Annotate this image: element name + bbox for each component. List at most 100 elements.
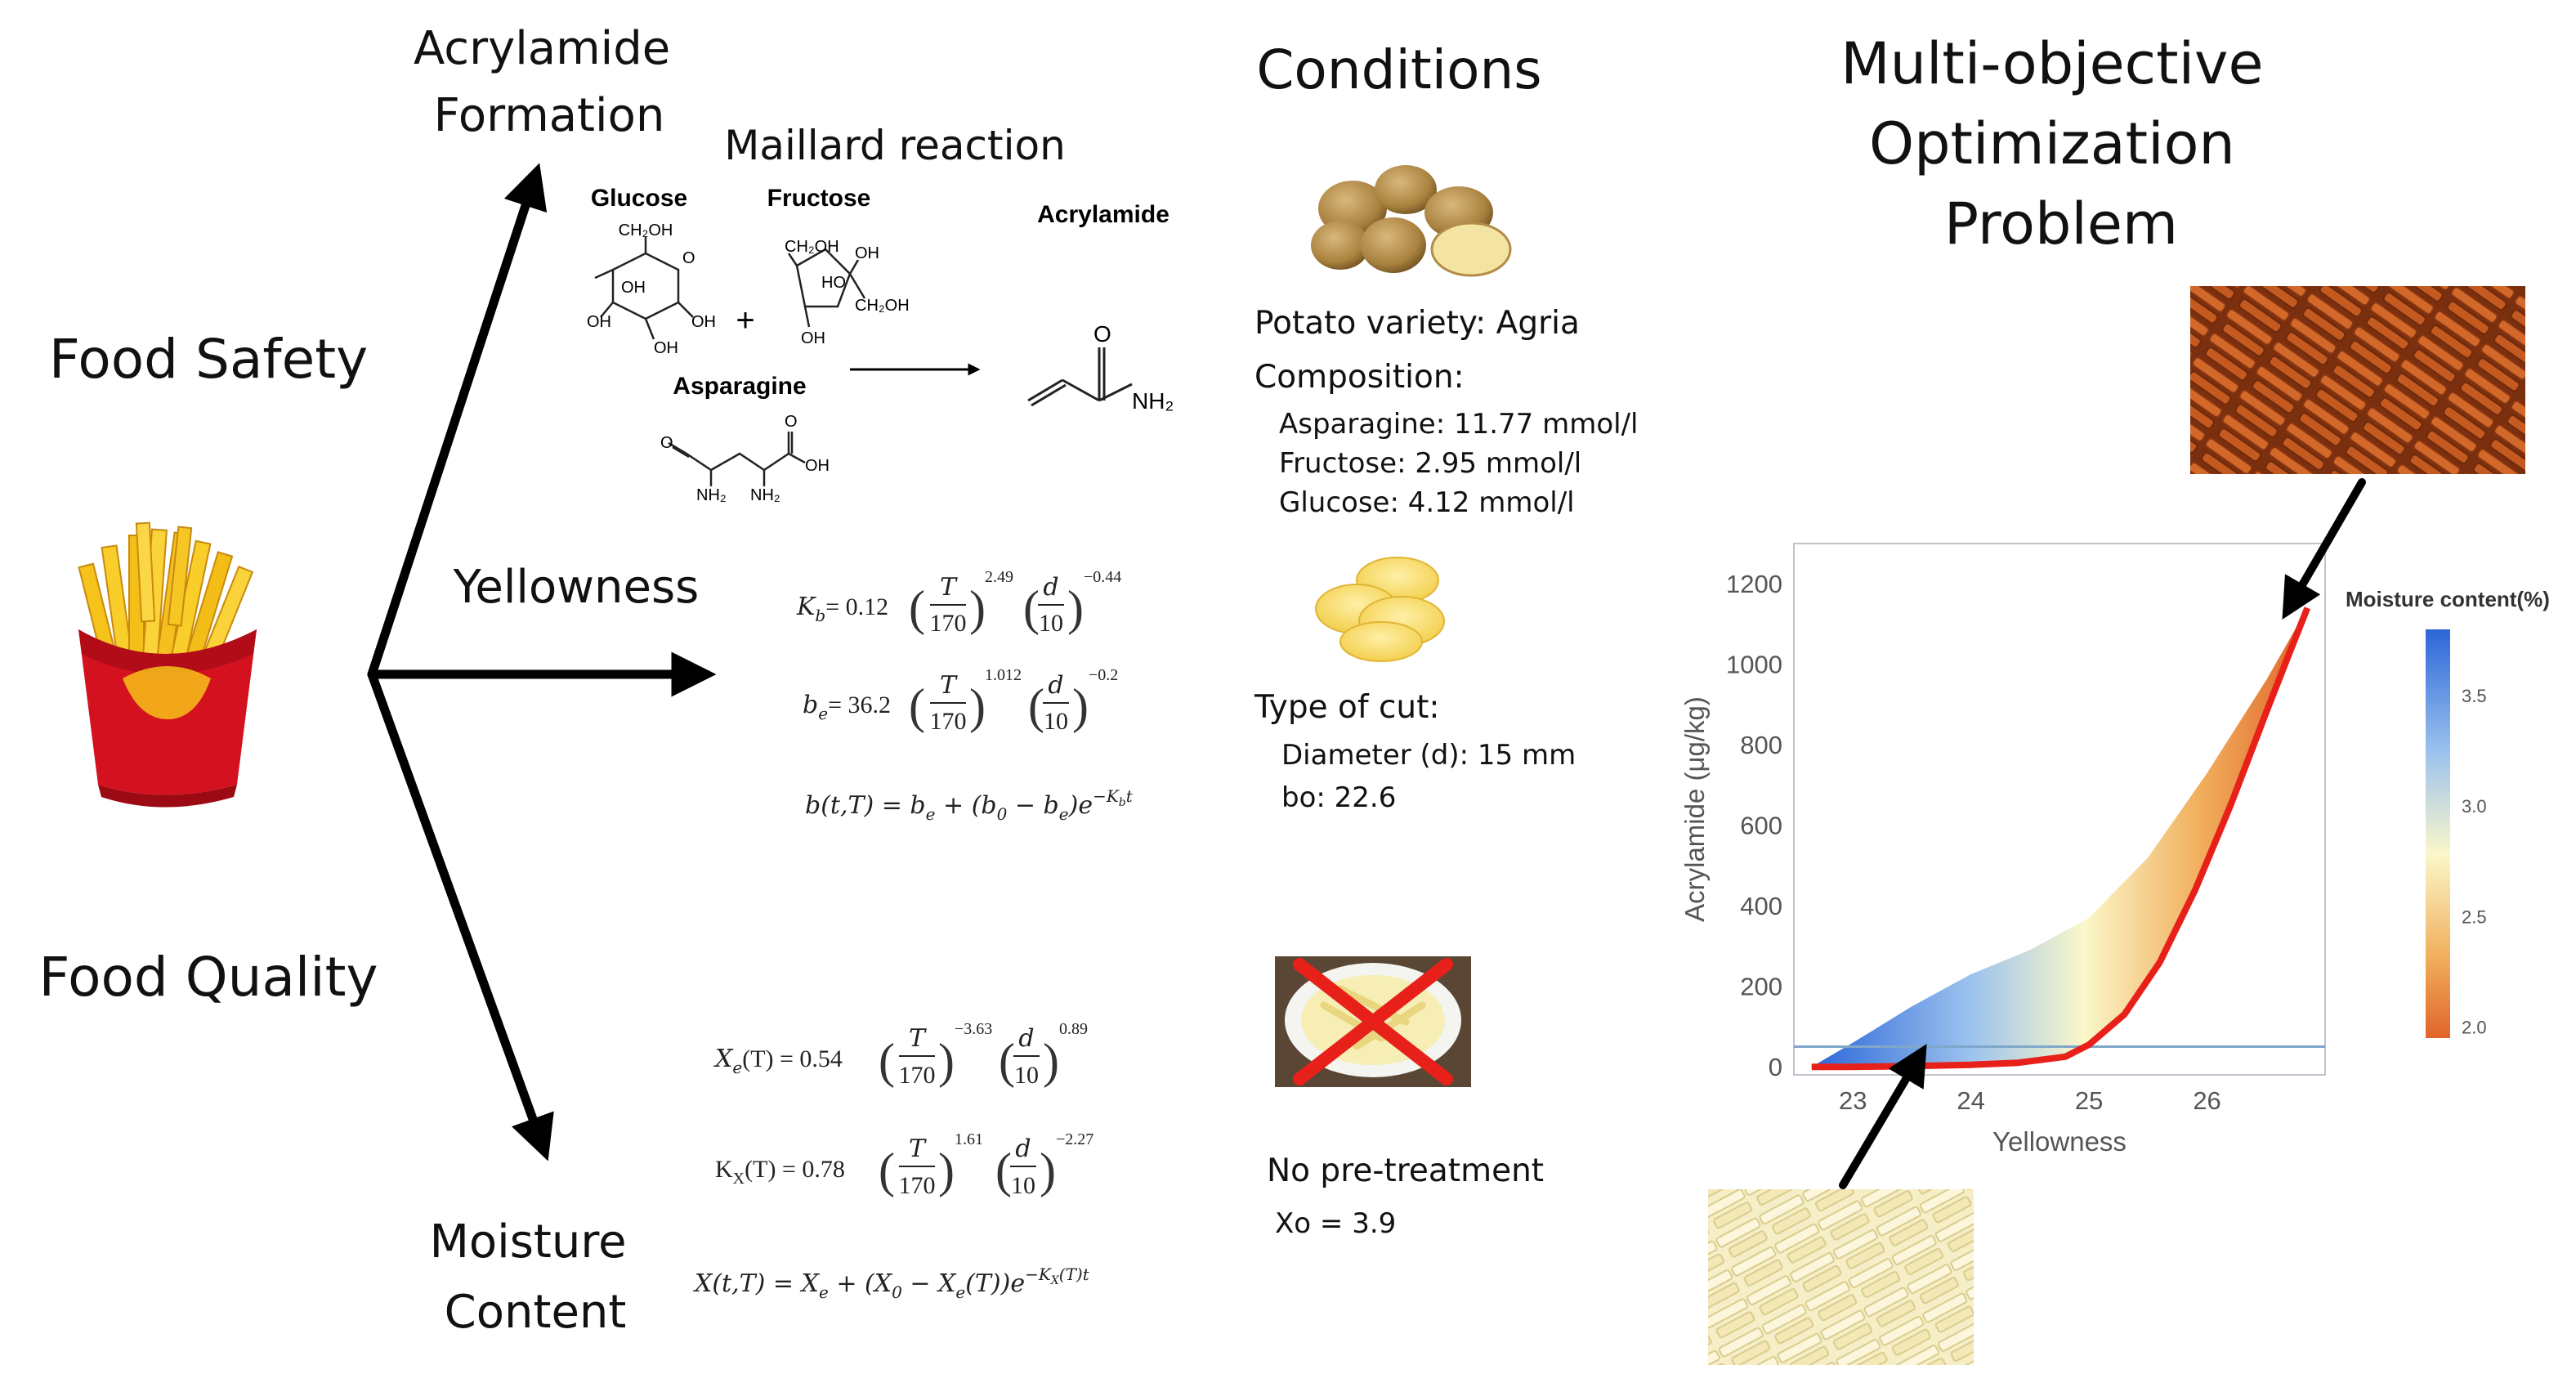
svg-text:10: 10 <box>1011 1172 1035 1199</box>
svg-text:(: ( <box>1023 581 1040 635</box>
x-axis-label: Yellowness <box>1992 1126 2127 1157</box>
svg-text:X(t,T) = Xe + (X0 − Xe(T))e−KX: X(t,T) = Xe + (X0 − Xe(T))e−KX(T)t <box>693 1264 1090 1302</box>
equation-xt: X(t,T) = Xe + (X0 − Xe(T))e−KX(T)t <box>693 1264 1090 1302</box>
svg-text:(: ( <box>1028 679 1044 733</box>
colorbar-gradient <box>2426 629 2450 1038</box>
red-cross-icon <box>1293 958 1453 1085</box>
svg-text:NH₂: NH₂ <box>696 486 727 504</box>
svg-text:CH₂OH: CH₂OH <box>855 297 910 315</box>
svg-text:170: 170 <box>930 610 967 637</box>
svg-text:): ) <box>938 1144 955 1197</box>
potato-slices-icon <box>1315 557 1445 662</box>
svg-text:(: ( <box>909 679 925 733</box>
fructose-label: Fructose <box>767 185 871 212</box>
svg-text:OH: OH <box>801 329 825 347</box>
acrylamide-molecule: Acrylamide O NH₂ <box>1027 201 1174 414</box>
svg-text:OH: OH <box>691 313 716 331</box>
equation-kx: KX(T) = 0.78 ( T 170 ) 1.61 ( d 10 ) −2.… <box>715 1130 1093 1199</box>
svg-text:170: 170 <box>899 1062 936 1089</box>
svg-text:): ) <box>938 1034 955 1088</box>
x-tick-label: 24 <box>1957 1086 1984 1115</box>
glucose-molecule: Glucose CH₂OH O OH OH OH OH <box>587 185 716 357</box>
colorbar-tick-labels: 3.53.02.52.0 <box>2462 686 2487 1037</box>
feasible-region <box>1811 607 2308 1067</box>
svg-text:170: 170 <box>930 708 967 735</box>
svg-text:−2.27: −2.27 <box>1056 1130 1093 1148</box>
svg-text:O: O <box>660 434 673 452</box>
conditions-title: Conditions <box>1256 38 1541 101</box>
y-tick-label: 800 <box>1740 731 1782 759</box>
yellowness-label: Yellowness <box>453 561 700 614</box>
arrow-to-moisture <box>367 669 554 1161</box>
svg-text:10: 10 <box>1014 1062 1039 1089</box>
colorbar-tick-label: 3.5 <box>2462 686 2487 706</box>
svg-text:(: ( <box>999 1034 1015 1088</box>
equation-xe: Xe(T) = 0.54 ( T 170 ) −3.63 ( d 10 ) 0.… <box>713 1020 1088 1089</box>
svg-text:(: ( <box>995 1144 1012 1197</box>
svg-text:CH₂OH: CH₂OH <box>785 238 839 256</box>
svg-text:OH: OH <box>855 244 879 262</box>
colorbar-tick-label: 2.5 <box>2462 906 2487 927</box>
svg-text:OH: OH <box>805 457 830 475</box>
svg-text:OH: OH <box>621 279 646 297</box>
cooked-fries-photo <box>2190 286 2525 474</box>
colorbar-tick-label: 3.0 <box>2462 796 2487 817</box>
maillard-reaction-title: Maillard reaction <box>724 122 1066 169</box>
svg-text:O: O <box>682 249 695 267</box>
svg-text:1.61: 1.61 <box>955 1130 983 1148</box>
svg-text:CH₂OH: CH₂OH <box>619 222 673 239</box>
svg-text:): ) <box>1040 1144 1056 1197</box>
y-axis-label: Acrylamide (μg/kg) <box>1679 696 1710 922</box>
svg-text:Xe(T) = 0.54: Xe(T) = 0.54 <box>713 1045 843 1077</box>
svg-text:T: T <box>909 1024 927 1053</box>
equation-bt: b(t,T) = be + (b0 − be)e−Kbt <box>805 786 1134 824</box>
asparagine-label: Asparagine <box>673 373 806 400</box>
y-tick-label: 0 <box>1769 1053 1782 1081</box>
svg-text:−0.2: −0.2 <box>1089 666 1118 684</box>
plus-sign: + <box>736 302 754 338</box>
glucose-label: Glucose <box>591 185 687 212</box>
potatoes-icon <box>1311 165 1512 277</box>
asparagine-molecule: Asparagine O O OH NH₂ NH₂ <box>660 373 830 504</box>
svg-text:b(t,T) = be + (b0 − be)e−Kbt: b(t,T) = be + (b0 − be)e−Kbt <box>805 786 1134 824</box>
y-tick-label: 600 <box>1740 812 1782 840</box>
fructose-text: Fructose: 2.95 mmol/l <box>1279 447 1581 480</box>
svg-text:): ) <box>969 679 986 733</box>
svg-text:T: T <box>909 1135 927 1163</box>
svg-text:): ) <box>969 581 986 635</box>
arrow-cooked-to-top <box>2282 478 2366 620</box>
svg-text:OH: OH <box>587 313 611 331</box>
svg-text:be= 36.2: be= 36.2 <box>803 691 891 723</box>
equation-be: be= 36.2 ( T 170 ) 1.012 ( d 10 ) −0.2 <box>803 666 1118 735</box>
bo-text: bo: 22.6 <box>1281 781 1396 814</box>
colorbar-title: Moisture content(%) <box>2346 587 2550 611</box>
svg-text:(: ( <box>879 1144 895 1197</box>
svg-text:KX(T) = 0.78: KX(T) = 0.78 <box>715 1156 845 1188</box>
equation-kb: Kb= 0.12 ( T 170 ) 2.49 ( d 10 ) −0.44 <box>796 568 1121 637</box>
svg-text:2.49: 2.49 <box>985 568 1013 586</box>
svg-text:−0.44: −0.44 <box>1084 568 1121 586</box>
moisture-content-label: Moisture Content <box>430 1215 642 1339</box>
svg-text:0.89: 0.89 <box>1059 1020 1088 1038</box>
svg-text:OH: OH <box>654 339 678 357</box>
x-tick-label: 23 <box>1839 1086 1867 1115</box>
svg-text:170: 170 <box>899 1172 936 1199</box>
fructose-molecule: Fructose CH₂OH OH HO CH₂OH OH <box>767 185 910 347</box>
svg-text:): ) <box>1067 581 1084 635</box>
svg-text:d: d <box>1015 1135 1031 1163</box>
fries-box-icon <box>78 521 257 808</box>
x-tick-label: 26 <box>2193 1086 2220 1115</box>
svg-text:O: O <box>1093 321 1111 347</box>
svg-text:1.012: 1.012 <box>985 666 1022 684</box>
type-of-cut-text: Type of cut: <box>1254 689 1440 726</box>
no-pretreatment-icon <box>1275 956 1471 1087</box>
svg-text:d: d <box>1048 671 1063 700</box>
y-tick-label: 1000 <box>1726 651 1782 679</box>
no-pretreatment-text: No pre-treatment <box>1267 1152 1544 1189</box>
food-quality-label: Food Quality <box>38 946 378 1009</box>
composition-text: Composition: <box>1254 359 1465 396</box>
xo-text: Xo = 3.9 <box>1275 1207 1396 1240</box>
